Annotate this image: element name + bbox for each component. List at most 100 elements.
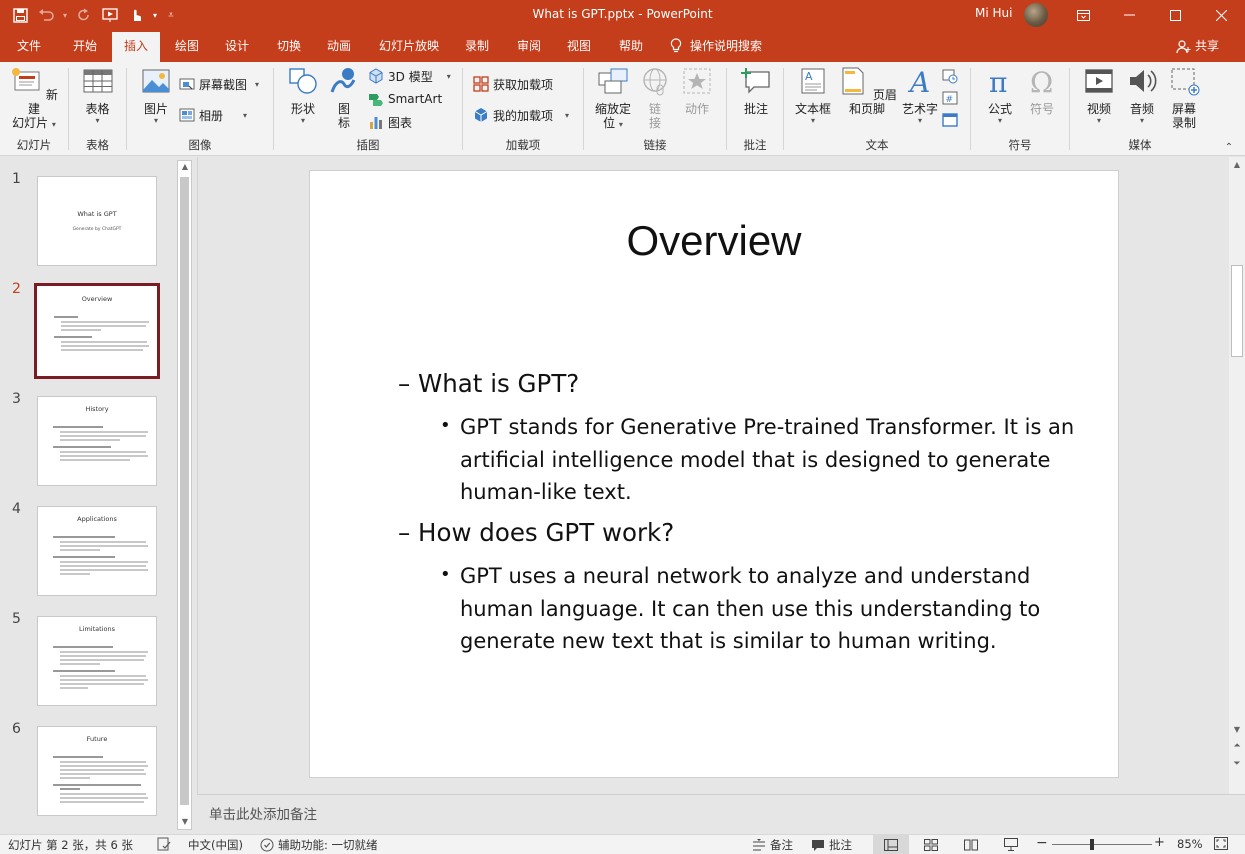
tab-design[interactable]: 设计 [224,39,249,53]
zoom-slider-thumb[interactable] [1090,839,1094,850]
chevron-down-icon[interactable]: ▾ [152,10,157,20]
slide-thumbnail-5[interactable]: Limitations [37,616,157,706]
spelling-icon[interactable] [157,837,171,851]
user-name[interactable]: Mi Hui [975,6,1013,20]
smartart-button[interactable]: SmartArt [368,89,442,109]
chart-button[interactable]: 图表 [368,112,412,132]
thumbnail-scrollbar[interactable]: ▲ ▼ [177,160,192,830]
textbox-button[interactable]: A 文本框 ▾ [792,66,834,126]
slide-thumbnail-4[interactable]: Applications [37,506,157,596]
link-button[interactable]: 链 接 [638,66,672,130]
language-status[interactable]: 中文(中国) [188,838,243,852]
comments-toggle[interactable]: 批注 [811,837,852,853]
tab-help[interactable]: 帮助 [618,39,643,53]
symbol-button[interactable]: Ω 符号 [1023,66,1061,116]
avatar[interactable] [1024,3,1048,27]
zoom-out-icon[interactable]: − [1036,835,1048,851]
accessibility-icon [260,838,274,852]
icons-button[interactable]: 图 标 [326,66,362,130]
audio-button[interactable]: 音频 ▾ [1122,66,1162,126]
shapes-button[interactable]: 形状 ▾ [282,66,324,126]
tab-record[interactable]: 录制 [464,39,489,53]
slide-scrollbar[interactable]: ▲ ▼ ⏶ ⏷ [1229,157,1245,794]
ribbon-display-icon[interactable] [1060,0,1106,30]
share-button[interactable]: 共享 [1176,30,1219,62]
zoom-button[interactable]: 缩放定 位 ▾ [590,66,636,130]
new-comment-button[interactable]: 批注 [735,66,777,116]
tab-view[interactable]: 视图 [566,39,591,53]
previous-slide-icon[interactable]: ⏶ [1233,741,1241,751]
tab-file[interactable]: 文件 [16,39,41,53]
object-button[interactable] [942,110,958,130]
accessibility-status[interactable]: 辅助功能: 一切就绪 [260,837,378,853]
save-icon[interactable] [8,5,32,25]
scrollbar-thumb[interactable] [1231,265,1243,357]
scroll-up-icon[interactable]: ▲ [181,162,189,171]
zoom-level[interactable]: 85% [1177,837,1203,851]
scroll-up-icon[interactable]: ▲ [1233,160,1241,169]
photo-album-button[interactable]: 相册 ▾ [179,105,247,125]
reading-view-button[interactable] [953,835,989,854]
maximize-icon[interactable] [1152,0,1198,30]
touch-mode-icon[interactable] [124,5,148,25]
screenshot-button[interactable]: 屏幕截图 ▾ [179,74,259,94]
slide-thumbnail-1[interactable]: What is GPT Generate by ChatGPT [37,176,157,266]
notes-toggle[interactable]: 备注 [752,837,793,853]
tab-insert[interactable]: 插入 [112,32,160,62]
my-addins-button[interactable]: 我的加载项 ▾ [473,105,569,125]
scroll-down-icon[interactable]: ▼ [181,817,189,826]
slide-sorter-button[interactable] [913,835,949,854]
present-from-start-icon[interactable] [98,5,122,25]
slide-title[interactable]: Overview [626,217,802,264]
tell-me-search[interactable]: 操作说明搜索 [670,30,762,62]
date-time-button[interactable] [942,66,958,86]
slideshow-button[interactable] [993,835,1029,854]
equation-button[interactable]: π 公式 ▾ [979,66,1021,126]
chevron-down-icon[interactable]: ▾ [62,10,67,20]
zoom-slider[interactable] [1052,844,1152,845]
get-addins-button[interactable]: 获取加载项 [473,74,553,94]
next-slide-icon[interactable]: ⏷ [1233,759,1241,769]
tab-home[interactable]: 开始 [72,39,97,53]
tab-transitions[interactable]: 切换 [276,39,301,53]
scrollbar-thumb[interactable] [180,177,189,805]
tab-animations[interactable]: 动画 [326,39,351,53]
thumbnail-text-line [53,536,115,538]
fit-to-window-icon[interactable] [1214,837,1228,850]
customize-icon[interactable]: ⩡ [168,9,174,21]
slide-canvas[interactable]: Overview – What is GPT? • GPT stands for… [309,170,1119,778]
3d-models-button[interactable]: 3D 模型 ▾ [368,66,451,86]
tab-draw[interactable]: 绘图 [174,39,199,53]
slide-question-1[interactable]: – What is GPT? [398,369,580,398]
notes-pane[interactable]: 单击此处添加备注 [197,794,1245,834]
slide-question-2[interactable]: – How does GPT work? [398,518,675,547]
header-footer-button[interactable]: 页眉和页脚 [834,66,900,116]
minimize-icon[interactable] [1106,0,1152,30]
pictures-button[interactable]: 图片 ▾ [135,66,177,126]
normal-view-button[interactable] [873,835,909,854]
slide-thumbnail-3[interactable]: History [37,396,157,486]
smartart-label: SmartArt [388,92,443,106]
action-button[interactable]: 动作 [676,66,718,116]
chevron-down-icon: ▾ [95,116,100,125]
slide-thumbnail-6[interactable]: Future [37,726,157,816]
new-slide-button[interactable]: 新建 幻灯片 ▾ [8,66,60,130]
collapse-ribbon-icon[interactable]: ⌃ [1224,142,1234,153]
scroll-down-icon[interactable]: ▼ [1233,725,1241,734]
slide-answer-1[interactable]: GPT stands for Generative Pre-trained Tr… [460,415,1075,504]
redo-icon[interactable] [72,5,96,25]
slide-answer-2[interactable]: GPT uses a neural network to analyze and… [460,564,1041,653]
tab-slideshow[interactable]: 幻灯片放映 [378,39,439,53]
screen-recording-button[interactable]: 屏幕 录制 [1164,66,1204,130]
table-button[interactable]: 表格 ▾ [75,66,120,126]
thumbnail-text-line [53,670,115,672]
wordart-button[interactable]: A 艺术字 ▾ [900,66,940,126]
zoom-in-icon[interactable]: + [1154,835,1165,850]
slide-number-button[interactable]: # [942,88,958,108]
slide-thumbnail-2[interactable]: Overview [34,283,160,379]
undo-icon[interactable] [34,5,58,25]
close-icon[interactable] [1198,0,1244,30]
video-button[interactable]: 视频 ▾ [1078,66,1120,126]
tab-review[interactable]: 审阅 [516,39,541,53]
thumbnail-text-line [60,773,146,775]
